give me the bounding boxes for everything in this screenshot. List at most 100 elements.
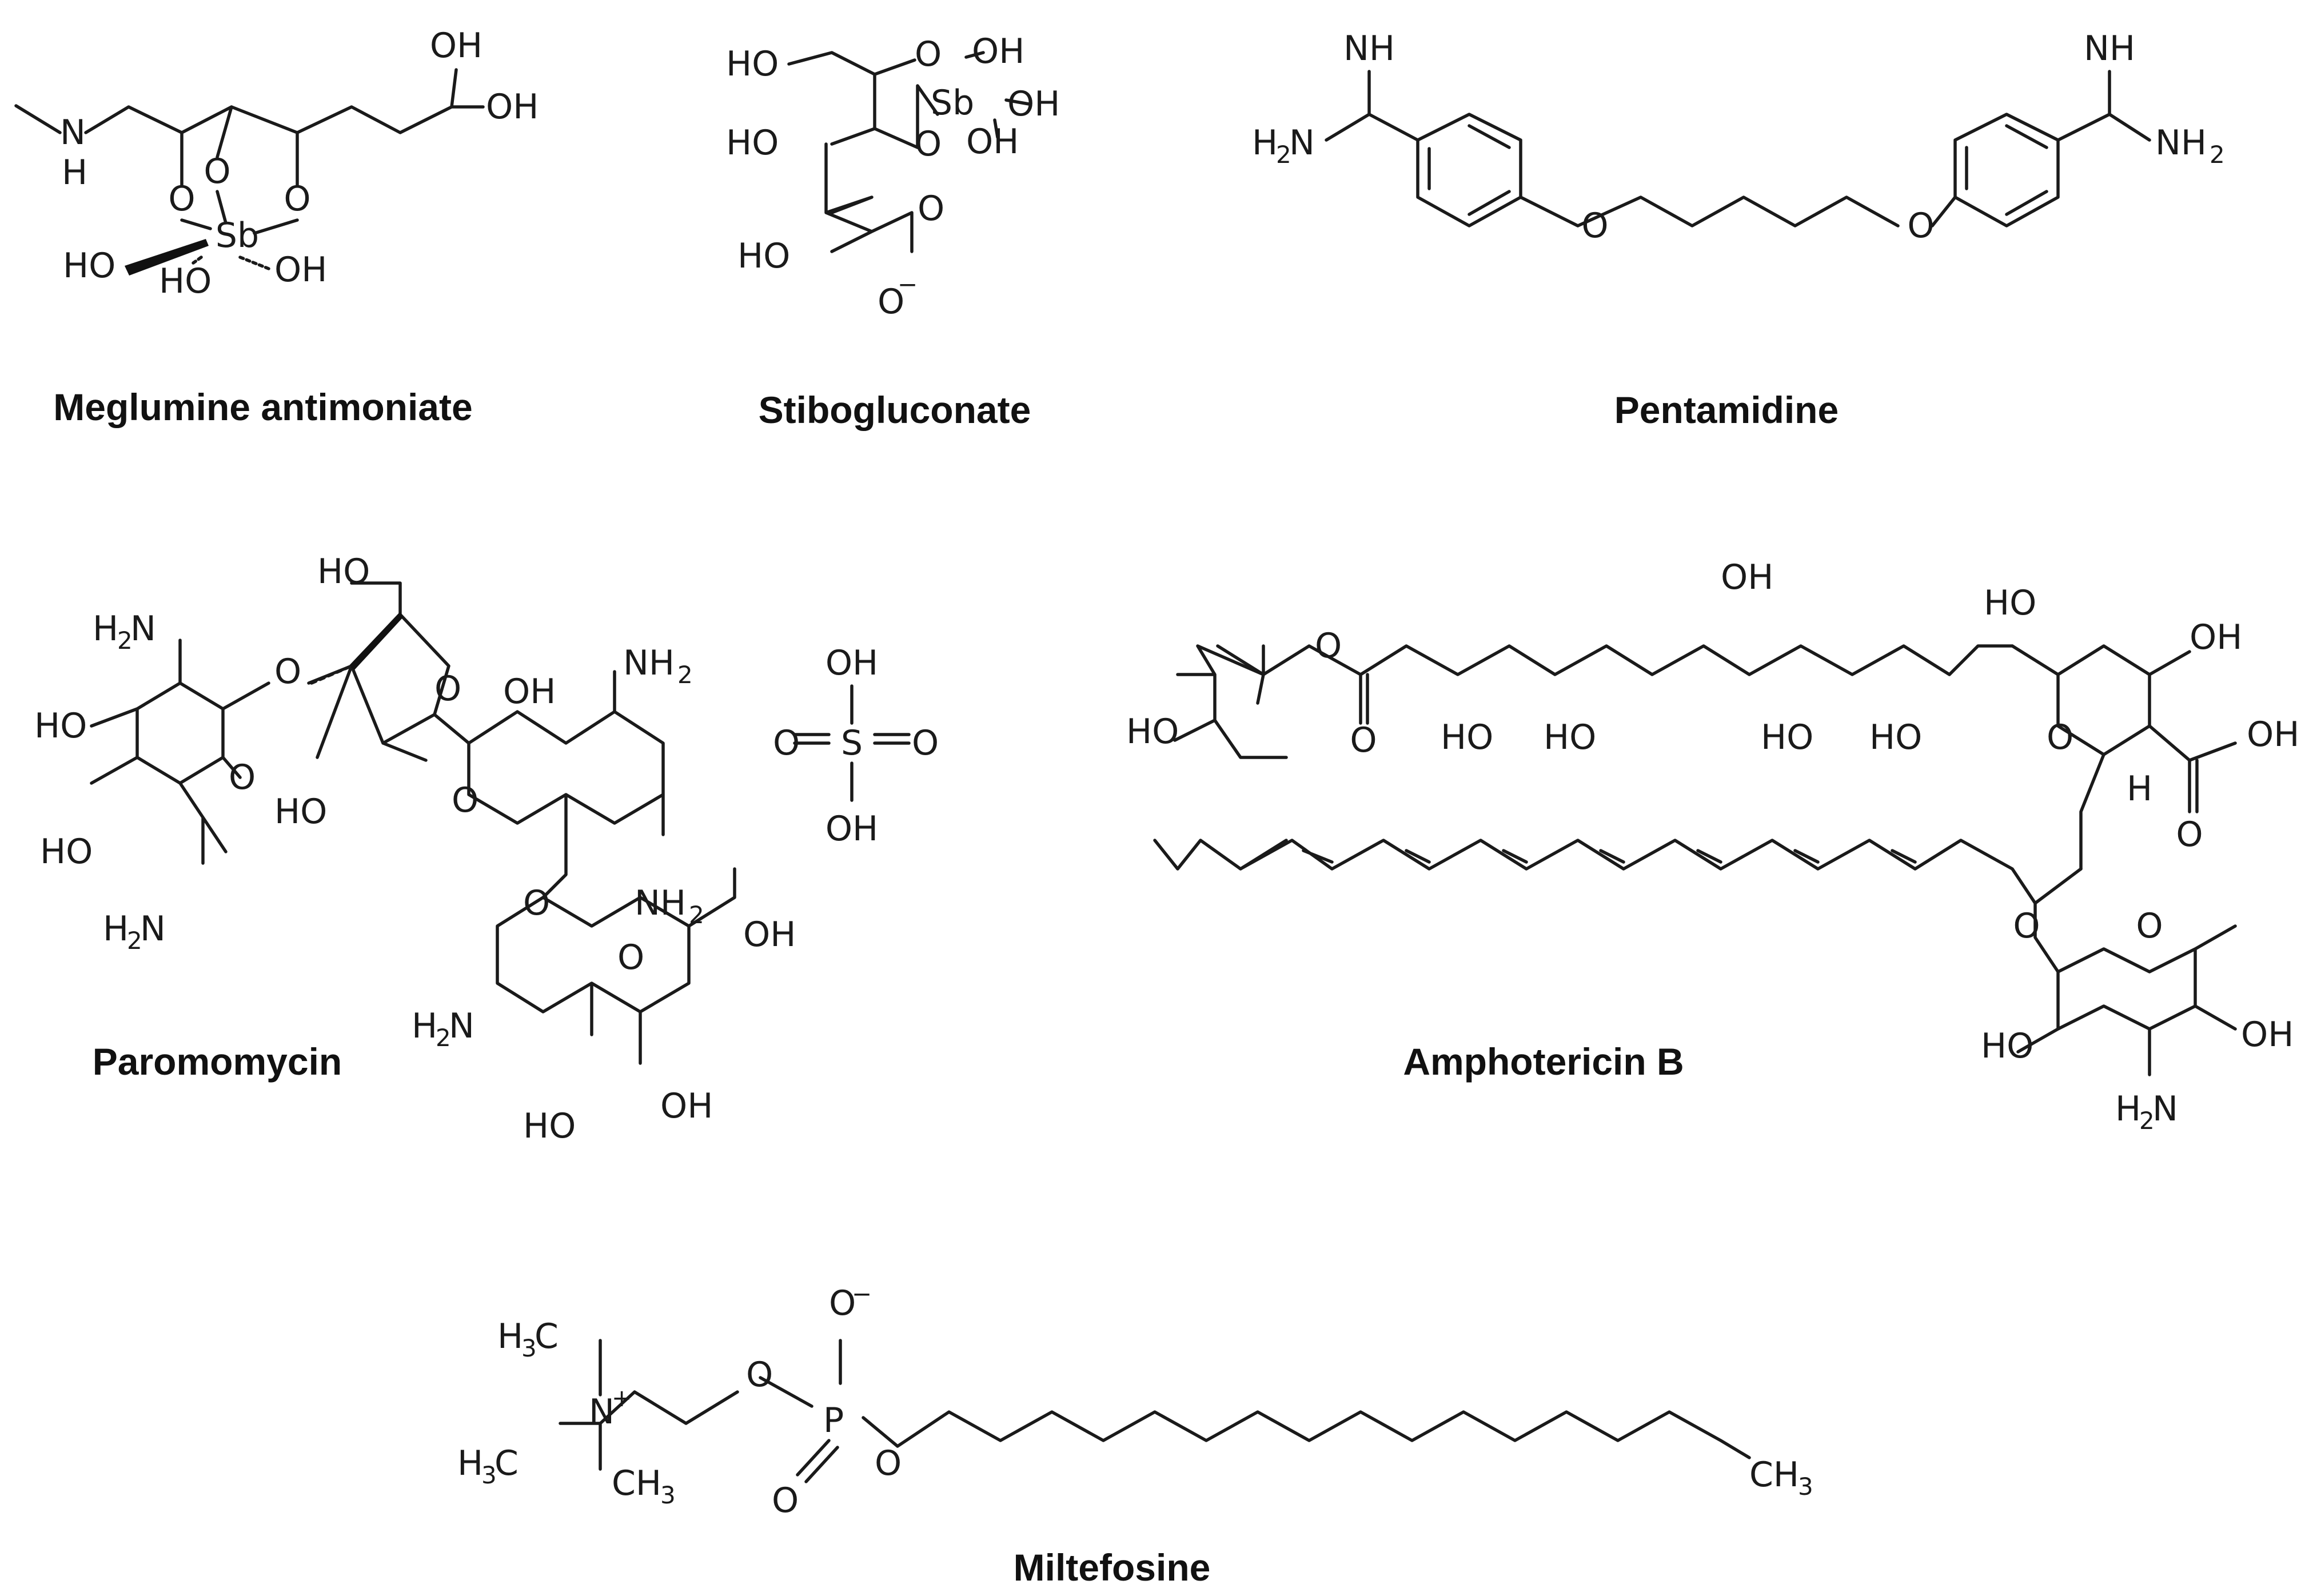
svg-text:O: O bbox=[274, 652, 301, 692]
svg-text:HO: HO bbox=[1761, 717, 1813, 757]
svg-text:2: 2 bbox=[436, 1024, 451, 1052]
svg-text:2: 2 bbox=[1276, 141, 1291, 169]
svg-text:3: 3 bbox=[1798, 1473, 1813, 1501]
svg-text:H: H bbox=[93, 609, 118, 649]
svg-text:HO: HO bbox=[523, 1106, 576, 1146]
svg-text:O: O bbox=[915, 34, 942, 74]
svg-text:HO: HO bbox=[34, 706, 87, 746]
svg-text:Sb: Sb bbox=[216, 216, 259, 256]
svg-text:O: O bbox=[829, 1283, 856, 1323]
svg-text:O: O bbox=[284, 179, 310, 219]
svg-text:HO: HO bbox=[317, 552, 370, 592]
svg-text:HO: HO bbox=[737, 236, 790, 276]
svg-text:CH: CH bbox=[1749, 1455, 1799, 1495]
compound-name-miltefosine: Miltefosine bbox=[1014, 1546, 1211, 1589]
svg-text:−: − bbox=[852, 1280, 872, 1308]
svg-text:HO: HO bbox=[1984, 583, 2036, 623]
svg-text:O: O bbox=[523, 883, 550, 923]
svg-text:N: N bbox=[140, 909, 166, 949]
svg-text:HO: HO bbox=[726, 123, 779, 163]
svg-text:O: O bbox=[918, 189, 944, 229]
svg-text:O: O bbox=[772, 1481, 799, 1521]
svg-text:O: O bbox=[229, 757, 256, 797]
svg-text:NH: NH bbox=[2155, 123, 2207, 163]
svg-text:H: H bbox=[1252, 123, 1278, 163]
svg-text:C: C bbox=[535, 1316, 559, 1356]
svg-text:NH: NH bbox=[635, 883, 686, 923]
svg-text:OH: OH bbox=[972, 31, 1024, 71]
svg-text:O: O bbox=[204, 151, 230, 191]
svg-text:O: O bbox=[912, 723, 939, 763]
svg-text:NH: NH bbox=[623, 643, 675, 683]
svg-text:OH: OH bbox=[743, 915, 796, 955]
svg-text:OH: OH bbox=[2190, 617, 2242, 657]
svg-text:O: O bbox=[168, 179, 195, 219]
svg-text:N: N bbox=[589, 1392, 615, 1432]
svg-text:O: O bbox=[452, 780, 478, 820]
svg-text:OH: OH bbox=[826, 643, 878, 683]
svg-text:O: O bbox=[2176, 815, 2203, 855]
svg-text:OH: OH bbox=[966, 122, 1019, 162]
svg-text:HO: HO bbox=[1869, 717, 1922, 757]
svg-text:O: O bbox=[2013, 906, 2040, 946]
svg-text:O: O bbox=[878, 282, 904, 322]
svg-text:2: 2 bbox=[2139, 1107, 2155, 1135]
svg-text:−: − bbox=[898, 270, 918, 298]
svg-text:OH: OH bbox=[2247, 715, 2297, 755]
svg-text:OH: OH bbox=[274, 250, 327, 290]
compound-name-paromomycin: Paromomycin bbox=[93, 1040, 342, 1083]
svg-text:OH: OH bbox=[503, 672, 556, 712]
svg-text:O: O bbox=[1581, 206, 1608, 246]
svg-text:2: 2 bbox=[689, 901, 704, 929]
svg-text:O: O bbox=[617, 937, 644, 977]
svg-text:NH: NH bbox=[1343, 29, 1395, 69]
structure-meglumine-antimoniate: N H OH OH O O O Sb HO HO OH bbox=[14, 26, 539, 301]
svg-text:H: H bbox=[103, 909, 129, 949]
svg-text:C: C bbox=[495, 1443, 519, 1483]
svg-text:H: H bbox=[497, 1316, 523, 1356]
svg-text:OH: OH bbox=[2241, 1015, 2294, 1055]
svg-text:HO: HO bbox=[1981, 1026, 2033, 1066]
svg-text:OH: OH bbox=[826, 809, 878, 849]
svg-text:HO: HO bbox=[274, 792, 327, 832]
svg-text:HO: HO bbox=[726, 44, 779, 84]
svg-text:HO: HO bbox=[1126, 712, 1179, 752]
svg-text:O: O bbox=[1350, 720, 1377, 760]
svg-text:P: P bbox=[823, 1401, 844, 1441]
svg-text:O: O bbox=[915, 124, 942, 164]
svg-text:O: O bbox=[773, 723, 800, 763]
svg-text:3: 3 bbox=[660, 1481, 676, 1509]
structure-miltefosine: H3C N+ H3C CH3 O O− P O O CH3 Miltefosin… bbox=[457, 1280, 1813, 1589]
svg-text:H: H bbox=[2115, 1089, 2141, 1129]
svg-text:O: O bbox=[746, 1355, 773, 1395]
compound-name-pentamidine: Pentamidine bbox=[1614, 389, 1839, 431]
svg-text:O: O bbox=[1315, 626, 1342, 666]
compound-name-amphotericin-b: Amphotericin B bbox=[1403, 1040, 1684, 1083]
compound-name-stibogluconate: Stibogluconate bbox=[759, 389, 1031, 431]
svg-text:O: O bbox=[875, 1443, 902, 1483]
svg-text:H: H bbox=[457, 1443, 483, 1483]
svg-text:H: H bbox=[62, 153, 87, 193]
svg-text:H: H bbox=[412, 1006, 437, 1046]
svg-text:N: N bbox=[2152, 1089, 2178, 1129]
svg-text:HO: HO bbox=[40, 832, 93, 872]
svg-text:NH: NH bbox=[2084, 29, 2135, 69]
svg-text:O: O bbox=[2136, 906, 2163, 946]
svg-text:N: N bbox=[130, 609, 156, 649]
svg-text:Sb: Sb bbox=[931, 83, 974, 123]
svg-text:HO: HO bbox=[63, 246, 115, 286]
svg-text:2: 2 bbox=[117, 627, 133, 655]
structure-sulfuric-acid: OH O S O OH bbox=[773, 643, 939, 849]
svg-text:O: O bbox=[1907, 206, 1934, 246]
svg-text:OH: OH bbox=[1007, 84, 1060, 124]
svg-text:2: 2 bbox=[2210, 141, 2225, 169]
svg-text:OH: OH bbox=[486, 87, 539, 127]
svg-text:S: S bbox=[841, 723, 863, 763]
svg-text:OH: OH bbox=[660, 1086, 713, 1126]
svg-text:N: N bbox=[449, 1006, 474, 1046]
svg-text:H: H bbox=[2127, 769, 2152, 809]
svg-text:OH: OH bbox=[430, 26, 482, 66]
structure-stibogluconate: HO O OH Sb OH OH O HO HO O O − bbox=[726, 31, 1060, 322]
